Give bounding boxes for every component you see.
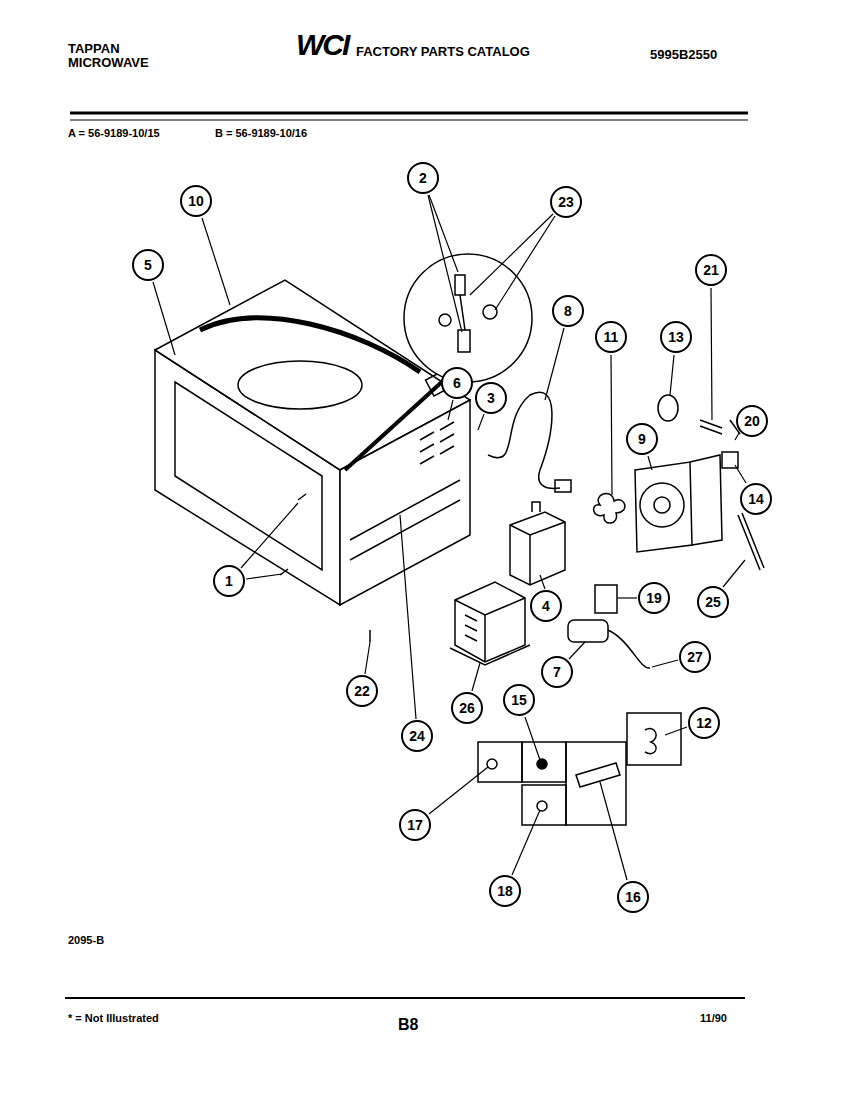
callout-number: 5 xyxy=(144,258,152,272)
inset-box xyxy=(566,742,626,825)
inset-box xyxy=(478,742,522,782)
callout-number: 3 xyxy=(487,391,495,405)
callout-circle: 12 xyxy=(688,707,720,739)
callout-circle: 19 xyxy=(638,582,670,614)
callout-circle: 22 xyxy=(346,675,378,707)
callout-number: 2 xyxy=(419,171,427,185)
callout-number: 10 xyxy=(188,194,204,208)
header-text: * = Not Illustrated xyxy=(68,1012,159,1024)
callout-number: 9 xyxy=(638,432,646,446)
callout-circle: 18 xyxy=(489,875,521,907)
callout-circle: 26 xyxy=(451,692,483,724)
inset-box xyxy=(522,785,566,825)
callout-number: 1 xyxy=(225,574,233,588)
callout-circle: 5 xyxy=(132,249,164,281)
callout-circle: 3 xyxy=(475,382,507,414)
callout-circle: 21 xyxy=(695,254,727,286)
callout-number: 23 xyxy=(558,195,574,209)
header-text: 11/90 xyxy=(700,1012,727,1024)
diode xyxy=(608,630,650,668)
header-text: B8 xyxy=(398,1016,418,1034)
leader-lines xyxy=(153,195,746,880)
callout-number: 15 xyxy=(511,693,527,707)
switch-detail xyxy=(404,254,532,382)
callout-number: 24 xyxy=(409,729,425,743)
callout-number: 21 xyxy=(703,263,719,277)
callout-circle: 4 xyxy=(530,590,562,622)
callout-circle: 2 xyxy=(407,162,439,194)
plug xyxy=(555,480,571,492)
header-text: FACTORY PARTS CATALOG xyxy=(356,45,530,59)
transformer xyxy=(450,582,530,665)
callout-circle: 24 xyxy=(401,720,433,752)
inset-box xyxy=(522,742,566,782)
screw xyxy=(280,494,370,642)
header-rule xyxy=(70,112,748,115)
callout-circle: 14 xyxy=(740,483,772,515)
header-text: B = 56-9189-10/16 xyxy=(215,127,307,139)
callout-circle: 16 xyxy=(617,881,649,913)
callout-circle: 9 xyxy=(626,423,658,455)
callout-number: 18 xyxy=(497,884,513,898)
callout-number: 17 xyxy=(407,818,423,832)
callout-number: 13 xyxy=(668,330,684,344)
callout-number: 25 xyxy=(705,595,721,609)
inset-box xyxy=(627,713,681,765)
capacitor xyxy=(568,620,608,642)
duct xyxy=(738,513,764,570)
callout-circle: 20 xyxy=(736,405,768,437)
callout-number: 22 xyxy=(354,684,370,698)
callout-number: 19 xyxy=(646,591,662,605)
fan-motor-bracket xyxy=(635,455,722,552)
fan-blade xyxy=(594,493,625,523)
header-rule xyxy=(70,120,748,121)
callout-number: 20 xyxy=(744,414,760,428)
header-text: 5995B2550 xyxy=(650,48,717,62)
callout-circle: 6 xyxy=(441,367,473,399)
callout-circle: 8 xyxy=(552,295,584,327)
callout-number: 8 xyxy=(564,304,572,318)
callout-circle: 7 xyxy=(541,656,573,688)
callout-number: 27 xyxy=(687,650,703,664)
callout-number: 12 xyxy=(696,716,712,730)
callout-number: 16 xyxy=(625,890,641,904)
callout-number: 26 xyxy=(459,701,475,715)
header-text: A = 56-9189-10/15 xyxy=(68,127,160,139)
callout-number: 14 xyxy=(748,492,764,506)
header-text: 2095-B xyxy=(68,934,104,946)
lamp-socket xyxy=(700,420,722,434)
footer-rule xyxy=(65,997,745,999)
callout-circle: 1 xyxy=(213,565,245,597)
callout-number: 7 xyxy=(553,665,561,679)
callout-circle: 23 xyxy=(550,186,582,218)
magnetron xyxy=(510,502,565,585)
callout-number: 4 xyxy=(542,599,550,613)
header-text: WCI xyxy=(296,28,348,61)
callout-circle: 10 xyxy=(180,185,212,217)
header-text: TAPPAN MICROWAVE xyxy=(68,42,163,71)
callout-circle: 17 xyxy=(399,809,431,841)
callout-circle: 25 xyxy=(697,586,729,618)
callout-number: 6 xyxy=(453,376,461,390)
callout-number: 11 xyxy=(604,330,619,344)
callout-circle: 11 xyxy=(595,321,627,353)
capacitor-bracket xyxy=(595,585,617,613)
callout-circle: 13 xyxy=(660,321,692,353)
callout-circle: 15 xyxy=(503,684,535,716)
callout-circle: 27 xyxy=(679,641,711,673)
lamp xyxy=(658,395,678,421)
